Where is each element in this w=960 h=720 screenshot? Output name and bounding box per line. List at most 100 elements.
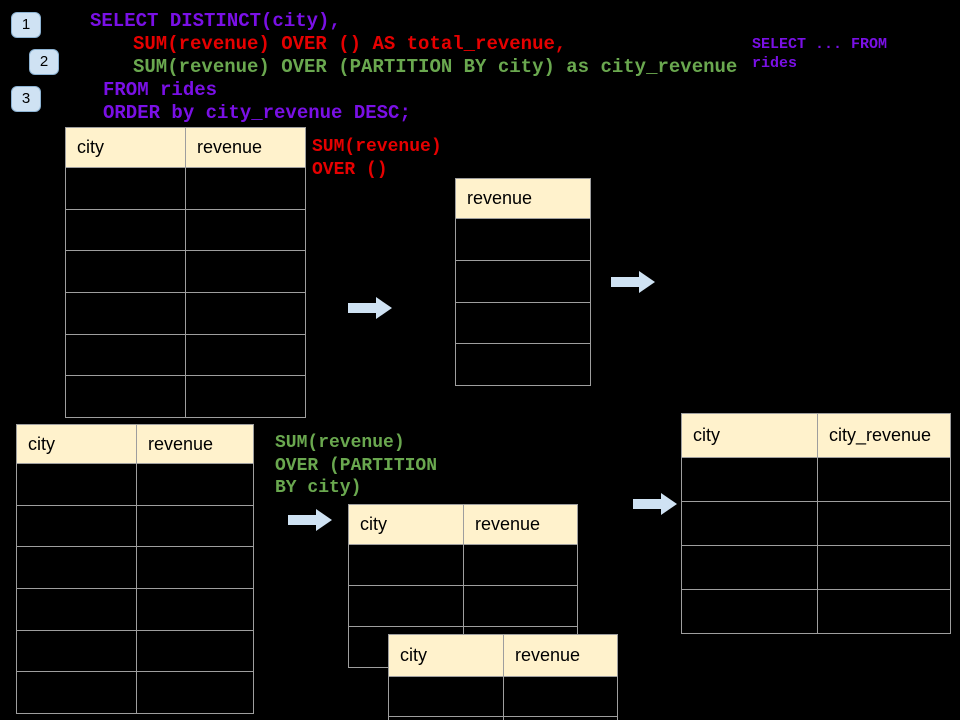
table-row — [681, 545, 951, 590]
empty-cell — [817, 545, 951, 590]
empty-cell — [681, 501, 818, 546]
annotation-partition-line-3: BY city) — [275, 478, 362, 498]
column-header-revenue: revenue — [136, 424, 254, 464]
empty-cell — [16, 588, 137, 631]
table-row — [16, 463, 254, 506]
table-row — [16, 546, 254, 590]
empty-cell — [16, 504, 137, 548]
table-row — [388, 716, 618, 720]
empty-cell — [348, 544, 464, 586]
empty-cell — [185, 250, 306, 294]
sql-line-select: SELECT DISTINCT(city), — [90, 10, 341, 32]
annotation-total-line-1: SUM(revenue) — [312, 137, 442, 157]
column-header-city: city — [348, 504, 464, 545]
table-row — [16, 629, 254, 673]
empty-cell — [681, 545, 818, 590]
empty-cell — [65, 375, 186, 419]
table-row — [348, 585, 578, 627]
column-header-revenue: revenue — [455, 178, 591, 219]
city-revenue-result-table: city city_revenue — [681, 413, 951, 634]
header-row: city revenue — [388, 634, 618, 677]
step-badge-2: 2 — [29, 49, 59, 75]
header-row: city revenue — [65, 127, 306, 168]
column-header-revenue: revenue — [503, 634, 618, 677]
table-row — [65, 250, 306, 294]
empty-cell — [388, 716, 504, 720]
step-badge-1: 1 — [11, 12, 41, 38]
table-row — [681, 457, 951, 502]
column-header-city: city — [65, 127, 186, 168]
annotation-total-line-2: OVER () — [312, 159, 388, 180]
empty-cell — [16, 546, 137, 590]
empty-cell — [136, 504, 254, 548]
table-row — [348, 544, 578, 586]
empty-cell — [817, 457, 951, 502]
empty-cell — [185, 167, 306, 210]
partition-table-2: city revenue — [388, 634, 618, 720]
table-row — [16, 504, 254, 548]
empty-cell — [65, 333, 186, 377]
empty-cell — [65, 167, 186, 210]
empty-cell — [65, 292, 186, 335]
empty-cell — [65, 250, 186, 294]
empty-cell — [136, 463, 254, 506]
empty-cell — [16, 629, 137, 673]
table-row — [16, 588, 254, 631]
empty-cell — [65, 208, 186, 252]
empty-cell — [681, 457, 818, 502]
empty-cell — [136, 546, 254, 590]
column-header-revenue: revenue — [185, 127, 306, 168]
arrow-right-icon — [611, 270, 656, 294]
rides-source-table-2: city revenue — [16, 424, 254, 715]
header-row: city revenue — [16, 424, 254, 464]
column-header-revenue: revenue — [463, 504, 578, 545]
table-row — [455, 343, 591, 386]
empty-cell — [16, 463, 137, 506]
table-row — [65, 208, 306, 252]
empty-cell — [388, 676, 504, 717]
table-row — [16, 671, 254, 715]
table-row — [455, 301, 591, 345]
table-row — [388, 676, 618, 717]
empty-cell — [16, 671, 137, 715]
table-row — [455, 218, 591, 261]
sql-line-sum-over: SUM(revenue) OVER () AS total_revenue, — [133, 33, 567, 55]
column-header-city: city — [681, 413, 818, 458]
table-row — [681, 589, 951, 634]
table-row — [65, 167, 306, 210]
arrow-right-icon — [348, 296, 393, 320]
empty-cell — [817, 501, 951, 546]
step-badge-3: 3 — [11, 86, 41, 112]
table-row — [65, 375, 306, 419]
empty-cell — [455, 259, 591, 303]
sql-line-sum-partition: SUM(revenue) OVER (PARTITION BY city) as… — [133, 56, 738, 78]
header-row: city revenue — [348, 504, 578, 545]
header-row: revenue — [455, 178, 591, 219]
header-row: city city_revenue — [681, 413, 951, 458]
table-row — [681, 501, 951, 546]
empty-cell — [681, 589, 818, 634]
total-revenue-table: revenue — [455, 178, 591, 386]
side-note-line-1: SELECT ... FROM — [752, 36, 888, 53]
empty-cell — [348, 585, 464, 627]
empty-cell — [185, 375, 306, 419]
empty-cell — [185, 333, 306, 377]
empty-cell — [455, 343, 591, 386]
arrow-right-icon — [633, 492, 678, 516]
annotation-total-revenue: SUM(revenue)OVER () — [312, 136, 442, 181]
annotation-partition-line-1: SUM(revenue) — [275, 433, 405, 453]
empty-cell — [136, 671, 254, 715]
table-row — [65, 333, 306, 377]
column-header-city-revenue: city_revenue — [817, 413, 951, 458]
table-row — [455, 259, 591, 303]
partition-table-1: city revenue — [348, 504, 578, 668]
arrow-right-icon — [288, 508, 333, 532]
empty-cell — [185, 292, 306, 335]
empty-cell — [136, 629, 254, 673]
empty-cell — [503, 676, 618, 717]
sql-line-order-by: ORDER by city_revenue DESC; — [103, 102, 411, 124]
empty-cell — [455, 301, 591, 345]
